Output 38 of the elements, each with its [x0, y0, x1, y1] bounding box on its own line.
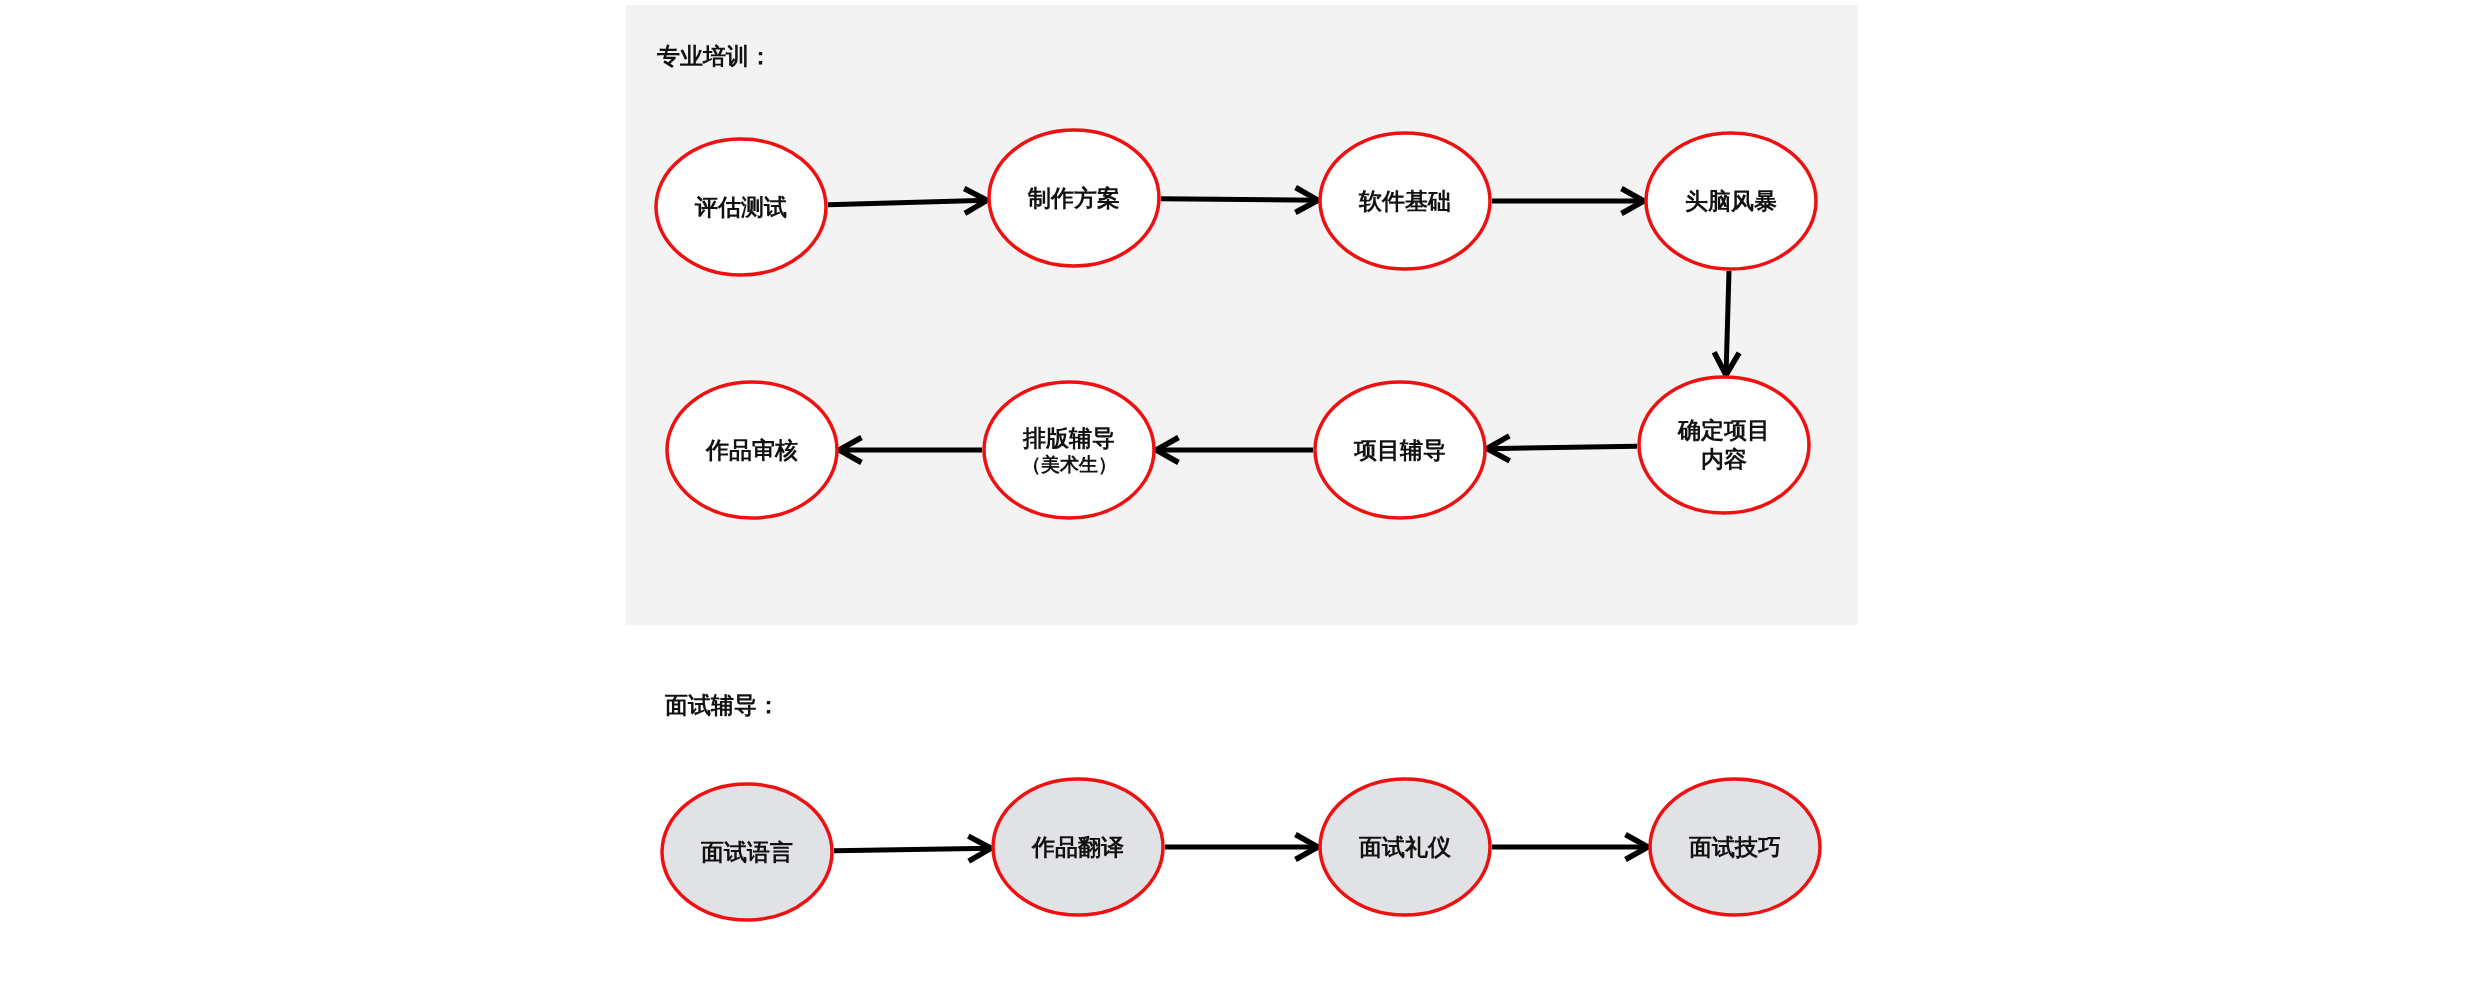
section-heading: 面试辅导： — [665, 691, 780, 720]
step-ellipse — [987, 128, 1161, 268]
step-ellipse — [1648, 777, 1822, 917]
step-ellipse — [1644, 131, 1818, 271]
step-label: 评估测试 — [695, 192, 787, 222]
step-ellipse — [991, 777, 1165, 917]
arrow — [827, 185, 990, 217]
step-label: 作品审核 — [706, 435, 798, 465]
step-label: 面试语言 — [701, 837, 793, 867]
arrow — [1160, 184, 1321, 216]
step-label: 项目辅导 — [1354, 435, 1446, 465]
step-label: 面试礼仪 — [1359, 832, 1451, 862]
arrow — [1711, 270, 1742, 378]
step-label: 软件基础 — [1359, 186, 1451, 216]
step-ellipse — [1313, 380, 1487, 520]
section-heading: 专业培训： — [657, 42, 772, 71]
arrow — [1492, 185, 1647, 217]
step-ellipse — [1637, 375, 1811, 515]
step-note: （美术生） — [1021, 452, 1117, 477]
arrow — [1153, 434, 1313, 466]
step-ellipse — [660, 782, 834, 922]
step-ellipse — [654, 137, 828, 277]
step-ellipse — [982, 380, 1156, 520]
step-label: 头脑风暴 — [1685, 186, 1777, 216]
arrow — [1484, 433, 1638, 464]
step-label: 排版辅导 — [1023, 423, 1115, 453]
step-label: 面试技巧 — [1689, 832, 1781, 862]
section-panel — [626, 5, 1858, 625]
step-ellipse — [665, 380, 839, 520]
arrow — [1492, 831, 1651, 863]
arrow — [836, 434, 982, 466]
arrow — [1165, 831, 1321, 863]
step-ellipse — [1318, 777, 1492, 917]
step-label: 制作方案 — [1028, 183, 1120, 213]
arrow — [833, 833, 994, 864]
step-ellipse — [1318, 131, 1492, 271]
step-label: 作品翻译 — [1032, 832, 1124, 862]
step-label: 确定项目内容 — [1676, 416, 1771, 474]
